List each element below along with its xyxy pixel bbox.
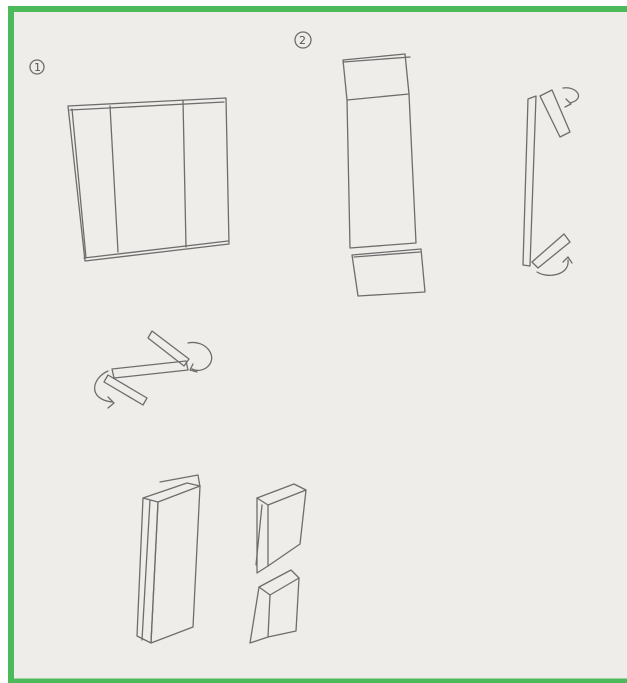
svg-text:1: 1 — [34, 61, 41, 74]
svg-text:2: 2 — [299, 34, 306, 47]
